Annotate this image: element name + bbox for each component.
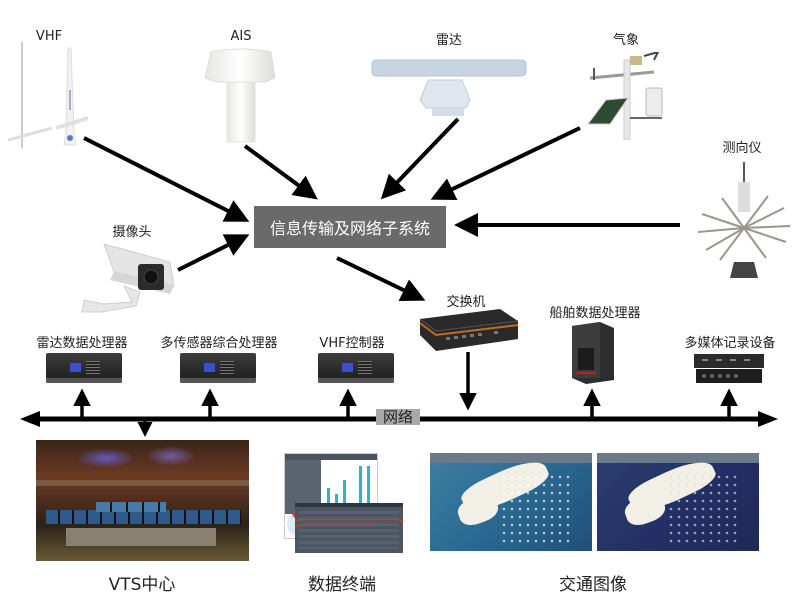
vent-icon: [86, 361, 100, 375]
data-terminal-screen-front: [295, 503, 403, 553]
weather-station-icon: [587, 52, 663, 140]
arrow-hub-to-switch: [336, 256, 426, 301]
media-recorder-label: 多媒体记录设备: [684, 336, 776, 351]
arrow-vhf-to-hub: [83, 136, 250, 222]
ship-processor-label: 船舶数据处理器: [549, 306, 641, 321]
arrow-ais-to-hub: [243, 144, 318, 200]
multi-sensor-processor-label: 多传感器综合处理器: [160, 336, 278, 351]
ais-antenna-icon: [204, 48, 276, 143]
traffic-image-label: 交通图像: [559, 575, 627, 595]
hub-label: 信息传输及网络子系统: [269, 219, 430, 238]
radar-processor-label: 雷达数据处理器: [36, 336, 128, 351]
arrow-camera-to-hub: [177, 234, 250, 272]
vent-icon: [220, 361, 234, 375]
media-recorder-icon: [694, 354, 764, 383]
vhf-controller-label: VHF控制器: [319, 336, 385, 351]
vhf-label: VHF: [35, 29, 63, 44]
cctv-camera-icon: [81, 243, 175, 313]
screen-icon: [204, 363, 215, 372]
transmission-subsystem-box: 信息传输及网络子系统: [254, 206, 446, 248]
traffic-image-chart: [597, 453, 759, 551]
weather-label: 气象: [612, 33, 640, 48]
camera-label: 摄像头: [112, 225, 152, 240]
direction-finder-icon: [697, 162, 791, 278]
vts-center-photo: [36, 440, 249, 561]
tower-server-icon: [572, 322, 614, 384]
direction-finder-label: 测向仪: [722, 141, 762, 156]
radar-antenna-icon: [371, 59, 527, 116]
multi-sensor-processor-device: [180, 353, 256, 383]
screen-icon: [342, 363, 353, 372]
arrow-weather-to-hub: [430, 126, 581, 201]
ais-label: AIS: [230, 29, 252, 44]
network-label: 网络: [376, 409, 420, 425]
screen-icon: [70, 363, 81, 372]
traffic-image-satellite: [430, 453, 592, 551]
radar-processor-device: [46, 353, 122, 383]
switch-label: 交换机: [446, 295, 486, 310]
bus-right-arrowhead: [758, 411, 778, 427]
network-switch-icon: [419, 309, 519, 351]
bus-left-arrowhead: [20, 411, 40, 427]
vhf-controller-device: [318, 353, 394, 383]
vts-center-label: VTS中心: [108, 575, 176, 595]
data-terminal-label: 数据终端: [308, 575, 376, 595]
vhf-antenna-icon: [8, 42, 88, 148]
vent-icon: [358, 361, 372, 375]
arrow-radar-to-hub: [380, 117, 460, 200]
radar-label: 雷达: [435, 33, 463, 48]
